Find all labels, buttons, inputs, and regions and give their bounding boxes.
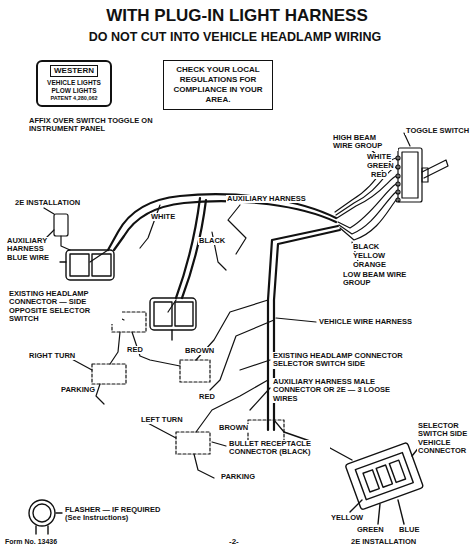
node-text: PATENT 4,280,062 <box>42 95 106 102</box>
wire-label: HIGH BEAM WIRE GROUP <box>332 134 398 151</box>
wire-label: RED <box>370 171 388 179</box>
wire-label: WHITE <box>150 213 176 221</box>
wire-label: YELLOW <box>330 514 364 522</box>
wire-label: VEHICLE WIRE HARNESS <box>318 318 413 326</box>
wire-label: LEFT TURN <box>140 416 184 424</box>
wire-label: PARKING <box>220 473 256 481</box>
page-title: WITH PLUG-IN LIGHT HARNESS <box>0 6 474 26</box>
wire-label: -2- <box>228 538 240 547</box>
wire-label: AUXILIARY HARNESS <box>226 195 307 203</box>
note-box: CHECK YOUR LOCAL REGULATIONS FOR COMPLIA… <box>163 60 273 110</box>
wire-label: AUXILIARY HARNESS MALE CONNECTOR OR 2E —… <box>272 378 408 403</box>
wire-label: AFFIX OVER SWITCH TOGGLE ON INSTRUMENT P… <box>28 117 158 134</box>
wire-label: BLUE <box>398 526 420 534</box>
wire-label: LOW BEAM WIRE GROUP <box>342 271 416 288</box>
switch-decal: WESTERN VEHICLE LIGHTSPLOW LIGHTSPATENT 4… <box>36 60 112 107</box>
wire-label: GREEN <box>366 162 395 170</box>
wire-label: BROWN <box>184 347 215 355</box>
wire-label: RED <box>126 346 144 354</box>
warning-heading: DO NOT CUT INTO VEHICLE HEADLAMP WIRING <box>0 30 473 44</box>
node-text: WESTERN <box>50 65 98 77</box>
wire-label: WHITE <box>366 153 392 161</box>
wire-label: RIGHT TURN <box>28 352 76 360</box>
wire-label: EXISTING HEADLAMP CONNECTOR SELECTOR SWI… <box>272 352 424 369</box>
node-text: PLOW LIGHTS <box>42 87 106 95</box>
wire-label: 2E INSTALLATION <box>14 199 81 207</box>
wire-label: BULLET RECEPTACLE CONNECTOR (BLACK) <box>228 440 330 457</box>
wire-label: Form No. 13436 <box>4 538 58 546</box>
wire-label: GREEN <box>356 526 385 534</box>
wire-label: YELLOW <box>352 252 386 260</box>
wire-label: PARKING <box>60 386 96 394</box>
node-text: CHECK YOUR LOCAL REGULATIONS FOR COMPLIA… <box>169 65 267 105</box>
wire-label: AUXILIARY HARNESS BLUE WIRE <box>6 237 58 262</box>
wire-label: BLACK <box>352 243 380 251</box>
node-text: VEHICLE LIGHTS <box>42 79 106 87</box>
wire-label: FLASHER — IF REQUIRED (See Instructions) <box>64 506 178 523</box>
wire-label: EXISTING HEADLAMP CONNECTOR — SIDE OPPOS… <box>8 290 122 324</box>
wire-label: 2E INSTALLATION <box>350 538 417 546</box>
wire-label: TOGGLE SWITCH <box>405 127 471 135</box>
wire-label: SELECTOR SWITCH SIDE VEHICLE CONNECTOR <box>417 422 471 456</box>
toggle-switch <box>396 148 448 202</box>
flasher <box>29 500 62 534</box>
wire-label: ORANGE <box>352 261 387 269</box>
switch-wires <box>335 133 410 268</box>
wire-label: RED <box>198 393 216 401</box>
wire-label: BLACK <box>198 237 226 245</box>
existing-connectors <box>92 312 284 454</box>
wire-label: BROWN <box>218 424 249 432</box>
